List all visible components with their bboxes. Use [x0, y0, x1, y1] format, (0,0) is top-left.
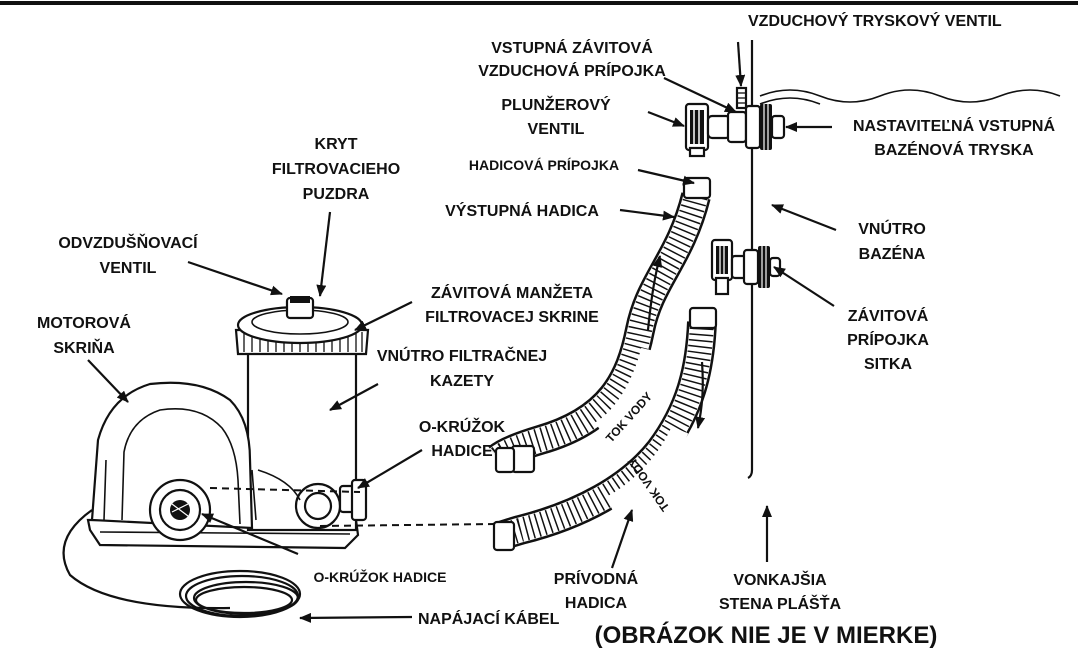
- svg-text:BAZÉNA: BAZÉNA: [859, 244, 926, 263]
- svg-text:ODVZDUŠŇOVACÍ: ODVZDUŠŇOVACÍ: [58, 233, 198, 252]
- svg-text:PRÍPOJKA: PRÍPOJKA: [847, 330, 929, 349]
- label-inlet-hose: PRÍVODNÁ HADICA: [554, 569, 639, 612]
- svg-text:BAZÉNOVÁ TRYSKA: BAZÉNOVÁ TRYSKA: [874, 140, 1034, 159]
- label-air-jet-valve: VZDUCHOVÝ TRYSKOVÝ VENTIL: [748, 11, 1002, 30]
- label-outer-wall: VONKAJŠIA STENA PLÁŠŤA: [719, 570, 842, 613]
- label-outlet-hose: VÝSTUPNÁ HADICA: [445, 201, 599, 220]
- svg-text:PUZDRA: PUZDRA: [303, 186, 370, 203]
- svg-text:HADICA: HADICA: [565, 595, 628, 612]
- strainer-connector-part: [712, 240, 780, 294]
- svg-text:KRYT: KRYT: [315, 136, 358, 153]
- svg-text:VONKAJŠIA: VONKAJŠIA: [733, 570, 827, 589]
- label-hose-o-ring-upper: O-KRÚŽOK HADICE: [419, 417, 506, 460]
- svg-text:STENA PLÁŠŤA: STENA PLÁŠŤA: [719, 594, 842, 613]
- svg-text:KAZETY: KAZETY: [430, 373, 494, 390]
- label-strainer-connector: ZÁVITOVÁ PRÍPOJKA SITKA: [847, 306, 929, 373]
- svg-text:PRÍVODNÁ: PRÍVODNÁ: [554, 569, 639, 588]
- svg-text:FILTROVACEJ SKRINE: FILTROVACEJ SKRINE: [425, 309, 599, 326]
- svg-text:VNÚTRO: VNÚTRO: [858, 219, 926, 238]
- svg-text:VENTIL: VENTIL: [100, 260, 157, 277]
- label-air-inlet-fitting: VSTUPNÁ ZÁVITOVÁ VZDUCHOVÁ PRÍPOJKA: [478, 38, 666, 80]
- label-motor-housing: MOTOROVÁ SKRIŇA: [37, 313, 131, 357]
- label-hose-o-ring-lower: O-KRÚŽOK HADICE: [314, 568, 447, 585]
- svg-text:VNÚTRO FILTRAČNEJ: VNÚTRO FILTRAČNEJ: [377, 346, 547, 365]
- svg-text:HADICE: HADICE: [431, 443, 493, 460]
- air-jet-valve-part: [737, 88, 746, 108]
- svg-text:ZÁVITOVÁ: ZÁVITOVÁ: [848, 306, 929, 325]
- label-hose-connector: HADICOVÁ PRÍPOJKA: [469, 157, 619, 173]
- svg-text:ZÁVITOVÁ MANŽETA: ZÁVITOVÁ MANŽETA: [431, 283, 594, 302]
- label-power-cord: NAPÁJACÍ KÁBEL: [418, 609, 560, 628]
- plunger-valve-part: [686, 104, 746, 156]
- label-adjustable-inlet-nozzle: NASTAVITEĽNÁ VSTUPNÁ BAZÉNOVÁ TRYSKA: [853, 116, 1056, 159]
- label-pool-inside: VNÚTRO BAZÉNA: [858, 219, 926, 263]
- svg-text:MOTOROVÁ: MOTOROVÁ: [37, 313, 131, 332]
- svg-text:PLUNŽEROVÝ: PLUNŽEROVÝ: [501, 95, 611, 114]
- adjustable-inlet-nozzle-part: [746, 104, 784, 150]
- svg-text:VZDUCHOVÁ PRÍPOJKA: VZDUCHOVÁ PRÍPOJKA: [478, 61, 666, 80]
- label-filter-housing-cover: KRYT FILTROVACIEHO PUZDRA: [272, 136, 400, 203]
- svg-text:O-KRÚŽOK: O-KRÚŽOK: [419, 417, 506, 436]
- svg-text:FILTROVACIEHO: FILTROVACIEHO: [272, 161, 400, 178]
- filter-pump-unit: [88, 296, 368, 548]
- svg-text:SKRIŇA: SKRIŇA: [53, 338, 115, 357]
- label-plunger-valve: PLUNŽEROVÝ VENTIL: [501, 95, 611, 138]
- svg-text:NASTAVITEĽNÁ VSTUPNÁ: NASTAVITEĽNÁ VSTUPNÁ: [853, 116, 1056, 135]
- svg-text:VENTIL: VENTIL: [528, 121, 585, 138]
- svg-text:VSTUPNÁ ZÁVITOVÁ: VSTUPNÁ ZÁVITOVÁ: [491, 38, 653, 57]
- label-cartridge-inside: VNÚTRO FILTRAČNEJ KAZETY: [377, 346, 547, 390]
- label-air-release-valve: ODVZDUŠŇOVACÍ VENTIL: [58, 233, 198, 277]
- label-not-to-scale: (OBRÁZOK NIE JE V MIERKE): [595, 621, 938, 648]
- svg-text:SITKA: SITKA: [864, 356, 912, 373]
- label-threaded-collar: ZÁVITOVÁ MANŽETA FILTROVACEJ SKRINE: [425, 283, 599, 326]
